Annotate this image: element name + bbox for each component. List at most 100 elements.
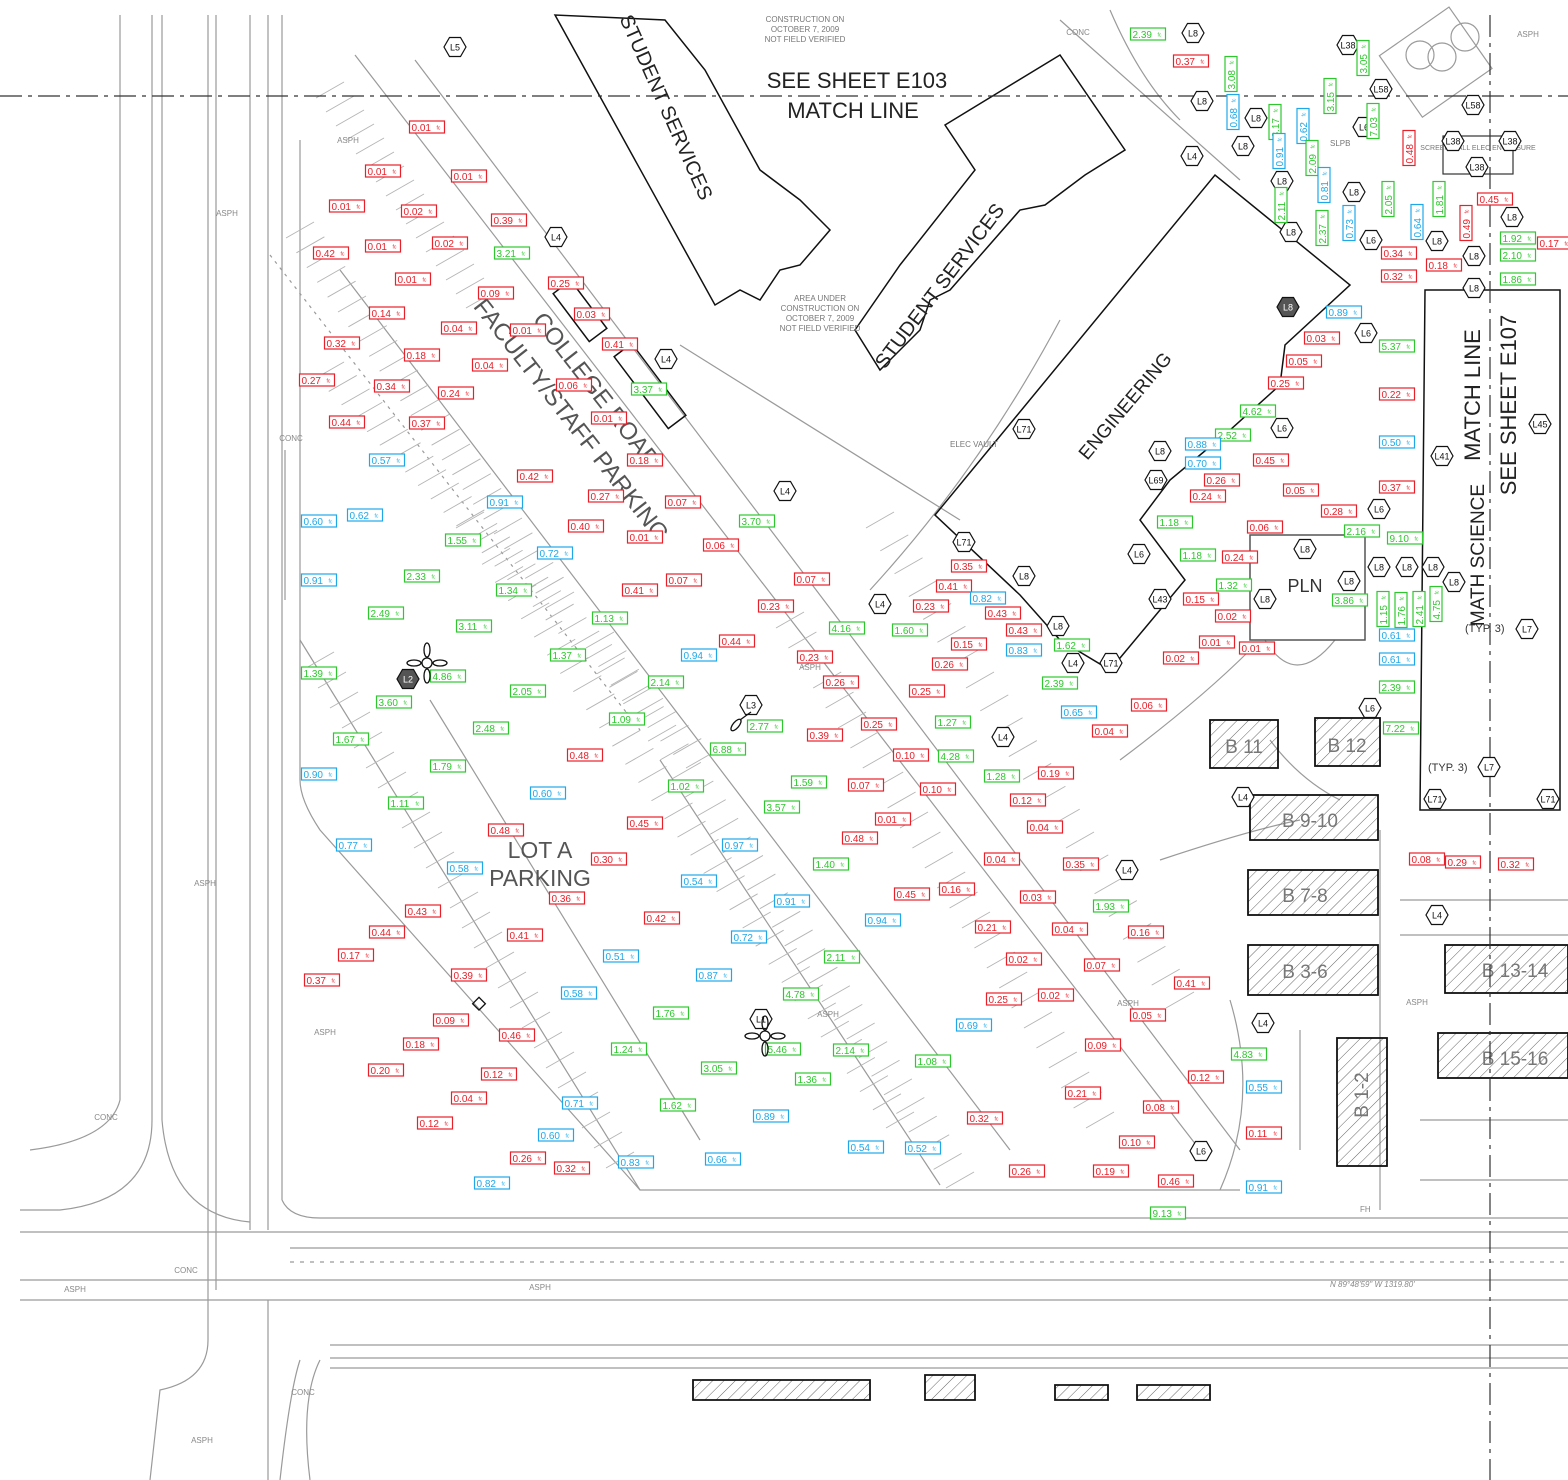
svg-text:fc: fc [1278, 137, 1284, 141]
svg-text:2.52: 2.52 [1218, 431, 1238, 442]
svg-text:0.23: 0.23 [916, 602, 936, 613]
svg-text:L4: L4 [998, 733, 1008, 743]
svg-text:fc: fc [1230, 60, 1236, 64]
svg-text:fc: fc [759, 936, 763, 942]
svg-text:0.46: 0.46 [502, 1031, 522, 1042]
site-linework [20, 6, 1568, 1480]
fixture-tag-existing: L8 [1276, 296, 1300, 318]
svg-text:0.01: 0.01 [368, 167, 388, 178]
svg-text:L38: L38 [1445, 137, 1460, 147]
svg-text:fc: fc [437, 126, 441, 132]
svg-text:0.45: 0.45 [897, 890, 917, 901]
svg-text:fc: fc [920, 629, 924, 635]
svg-text:0.37: 0.37 [307, 976, 327, 987]
svg-text:fc: fc [506, 292, 510, 298]
svg-text:0.01: 0.01 [454, 172, 474, 183]
svg-text:fc: fc [619, 417, 623, 423]
svg-text:0.06: 0.06 [706, 541, 726, 552]
svg-text:fc: fc [445, 1122, 449, 1128]
svg-text:0.04: 0.04 [1055, 925, 1075, 936]
svg-text:2.10: 2.10 [1503, 251, 1523, 262]
svg-text:L7: L7 [1522, 625, 1532, 635]
svg-text:fc: fc [1244, 584, 1248, 590]
svg-text:0.44: 0.44 [372, 928, 392, 939]
svg-text:fc: fc [1191, 657, 1195, 663]
fixture-tag: L3 [739, 694, 763, 716]
svg-text:fc: fc [589, 992, 593, 998]
svg-text:L2: L2 [403, 675, 413, 685]
hexagon-icon [1477, 756, 1501, 778]
svg-text:0.02: 0.02 [1166, 654, 1186, 665]
svg-text:0.26: 0.26 [1207, 476, 1227, 487]
svg-text:L8: L8 [1344, 577, 1354, 587]
svg-text:fc: fc [1407, 393, 1411, 399]
svg-text:fc: fc [1454, 264, 1458, 270]
svg-text:0.16: 0.16 [1131, 928, 1151, 939]
svg-text:2.14: 2.14 [651, 678, 671, 689]
fixture-tag: L8 [1012, 565, 1036, 587]
fixture-tag: L8 [1462, 245, 1486, 267]
svg-text:fc: fc [516, 829, 520, 835]
elec-vault-label: ELEC VAULT [950, 440, 998, 449]
svg-text:fc: fc [672, 917, 676, 923]
svg-text:fc: fc [750, 844, 754, 850]
svg-text:fc: fc [841, 863, 845, 869]
svg-text:0.12: 0.12 [420, 1119, 440, 1130]
svg-text:fc: fc [1274, 108, 1280, 112]
svg-text:0.73: 0.73 [1345, 219, 1356, 239]
l1-cluster-icon [744, 1015, 786, 1057]
svg-text:fc: fc [941, 605, 945, 611]
svg-text:0.44: 0.44 [332, 418, 352, 429]
svg-text:fc: fc [584, 384, 588, 390]
building-b13-14: B 13-14 [1482, 961, 1549, 982]
svg-text:fc: fc [1409, 252, 1413, 258]
svg-text:fc: fc [781, 1115, 785, 1121]
svg-text:2.77: 2.77 [750, 722, 770, 733]
surface-label: ASPH [191, 1436, 213, 1445]
surface-label: ASPH [1117, 999, 1139, 1008]
svg-text:0.39: 0.39 [494, 216, 514, 227]
svg-text:0.32: 0.32 [1501, 860, 1521, 871]
svg-text:fc: fc [1112, 964, 1116, 970]
svg-text:L71: L71 [956, 538, 971, 548]
svg-text:0.48: 0.48 [570, 751, 590, 762]
svg-text:fc: fc [943, 1060, 947, 1066]
svg-text:fc: fc [1407, 634, 1411, 640]
svg-text:0.45: 0.45 [1480, 195, 1500, 206]
fixture-tag: L4 [1180, 145, 1204, 167]
see-sheet-top: SEE SHEET E103 [767, 68, 948, 93]
luminaire-symbols [406, 642, 786, 1057]
fixture-tag: L6 [1270, 417, 1294, 439]
hexagon-icon [1465, 156, 1489, 178]
svg-text:0.05: 0.05 [1286, 486, 1306, 497]
fixture-tag: L8 [1190, 90, 1214, 112]
